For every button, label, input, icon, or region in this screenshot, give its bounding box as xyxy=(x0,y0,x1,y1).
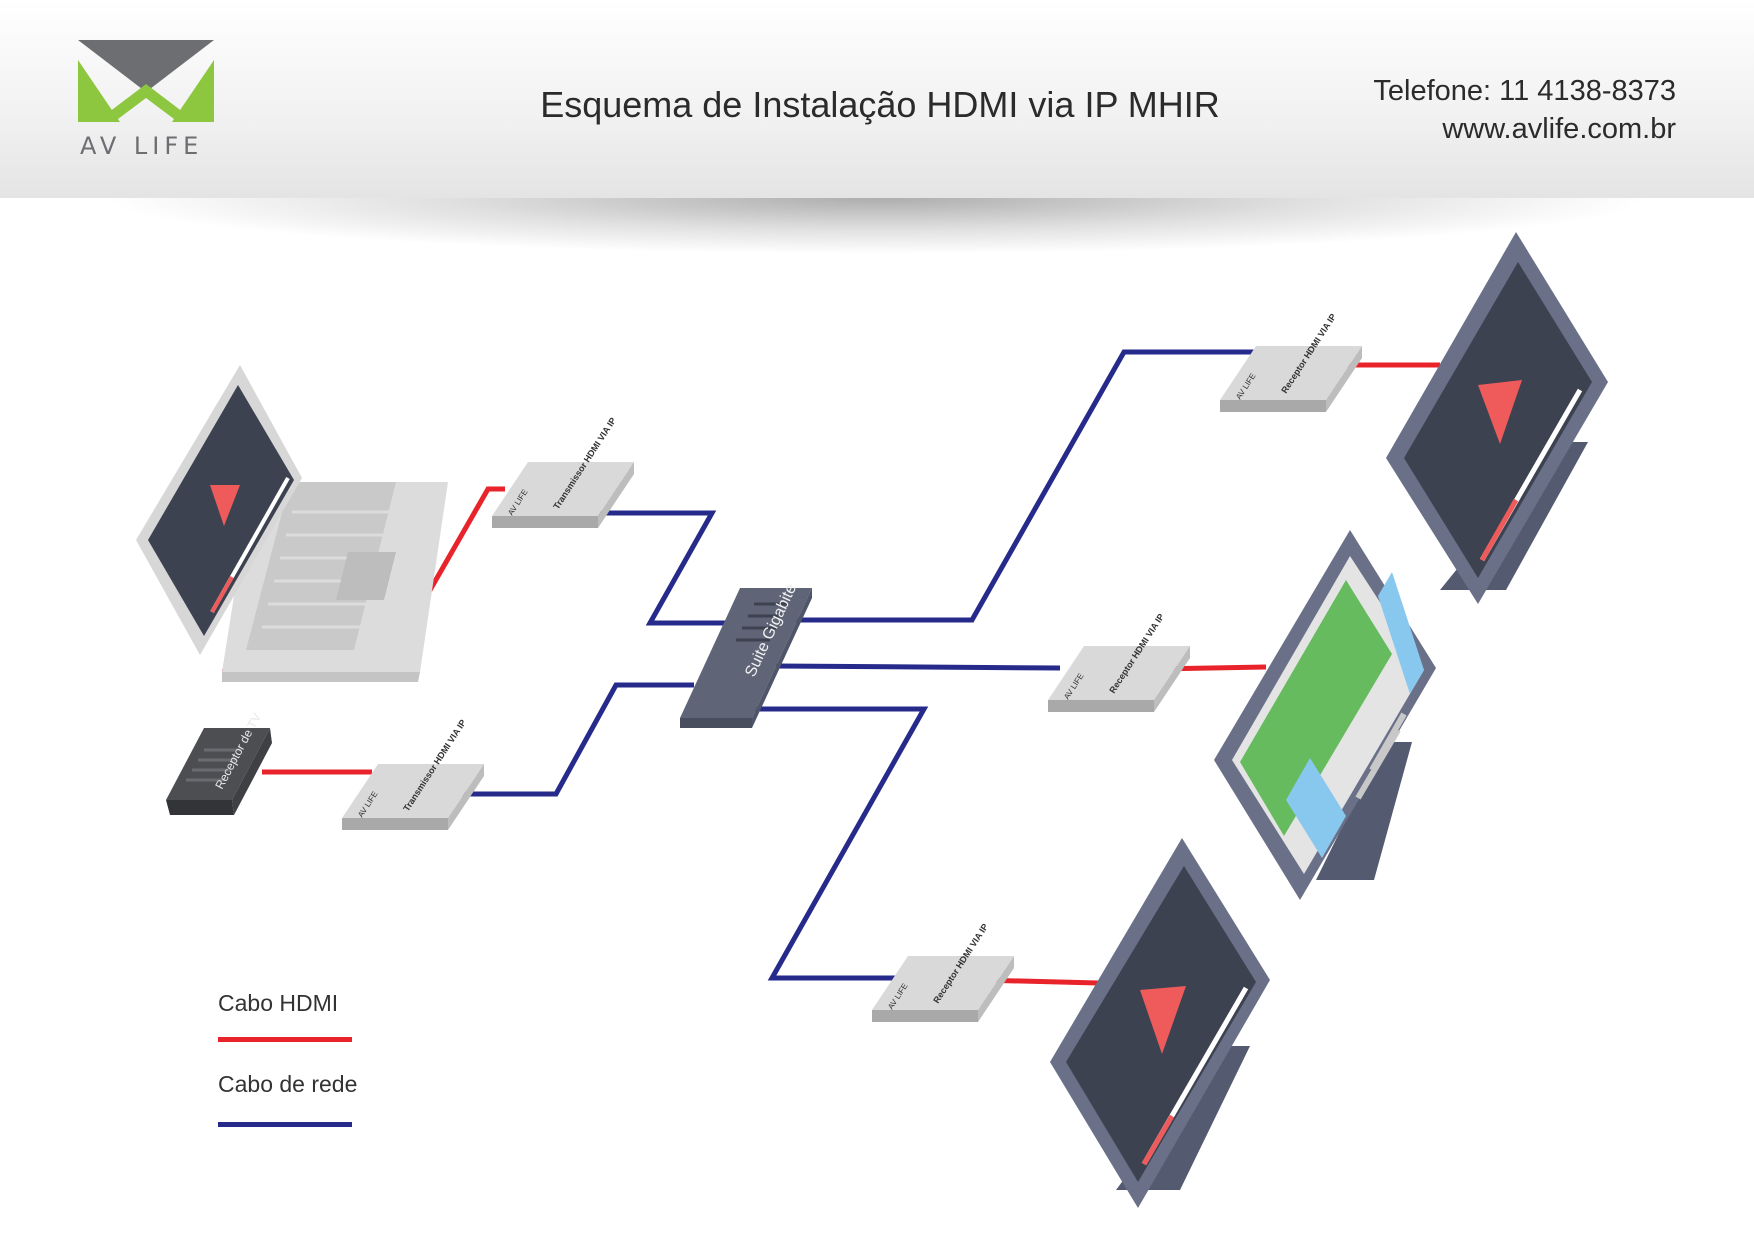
play-icon xyxy=(210,485,240,526)
logo-text: AV LIFE xyxy=(80,132,204,160)
tv-2-sidebar xyxy=(1378,572,1424,694)
network-cable-receiver-3 xyxy=(755,706,929,981)
tv-receiver: Receptor de TV xyxy=(166,711,272,815)
page-header xyxy=(0,0,1754,198)
tv-2-text-lines xyxy=(1355,712,1407,800)
network-cable-transmitter-1 xyxy=(592,510,742,626)
network-cables xyxy=(450,349,1254,981)
page-title: Esquema de Instalação HDMI via IP MHIR xyxy=(540,84,1220,125)
tv-2-banner xyxy=(1240,580,1392,836)
laptop-trackpad xyxy=(336,552,396,600)
play-icon xyxy=(1140,986,1186,1054)
tv-1-progress-fill xyxy=(1479,498,1519,562)
header-shadow xyxy=(0,198,1754,268)
receiver-1: Receptor HDMI VIA IP AV LIFE xyxy=(1220,312,1362,412)
network-cable-receiver-1 xyxy=(790,349,1254,623)
play-icon xyxy=(1478,380,1522,444)
contact-info: Telefone: 11 4138-8373 www.avlife.com.br xyxy=(1373,72,1676,148)
avlife-logo xyxy=(78,40,214,122)
laptop-progress-fill xyxy=(210,576,234,613)
tv-2-image-block xyxy=(1286,758,1346,858)
phone-text: Telefone: 11 4138-8373 xyxy=(1373,75,1676,107)
logo-green-left xyxy=(78,60,120,122)
laptop-base-edge xyxy=(222,672,420,682)
network-switch: Suite Gigabite xyxy=(680,581,812,728)
receiver-3: Receptor HDMI VIA IP AV LIFE xyxy=(872,922,1014,1022)
website-link[interactable]: www.avlife.com.br xyxy=(1442,113,1676,145)
laptop-keyboard xyxy=(246,482,396,650)
receiver-2: Receptor HDMI VIA IP AV LIFE xyxy=(1048,612,1190,712)
logo-gray-triangle xyxy=(78,40,214,92)
legend-hdmi-line xyxy=(218,1037,352,1042)
tv-3 xyxy=(1050,838,1270,1208)
logo-green-right xyxy=(172,60,214,122)
legend-network-label: Cabo de rede xyxy=(218,1071,358,1097)
tv-1 xyxy=(1386,232,1608,604)
laptop xyxy=(136,365,448,682)
logo-green-center xyxy=(96,84,196,122)
network-cable-transmitter-2 xyxy=(450,682,694,797)
legend-network-line xyxy=(218,1122,352,1127)
network-cable-receiver-2 xyxy=(775,663,1061,671)
tv-3-progress-fill xyxy=(1141,1114,1175,1166)
tv-2 xyxy=(1214,530,1436,900)
legend-hdmi-label: Cabo HDMI xyxy=(218,990,339,1016)
